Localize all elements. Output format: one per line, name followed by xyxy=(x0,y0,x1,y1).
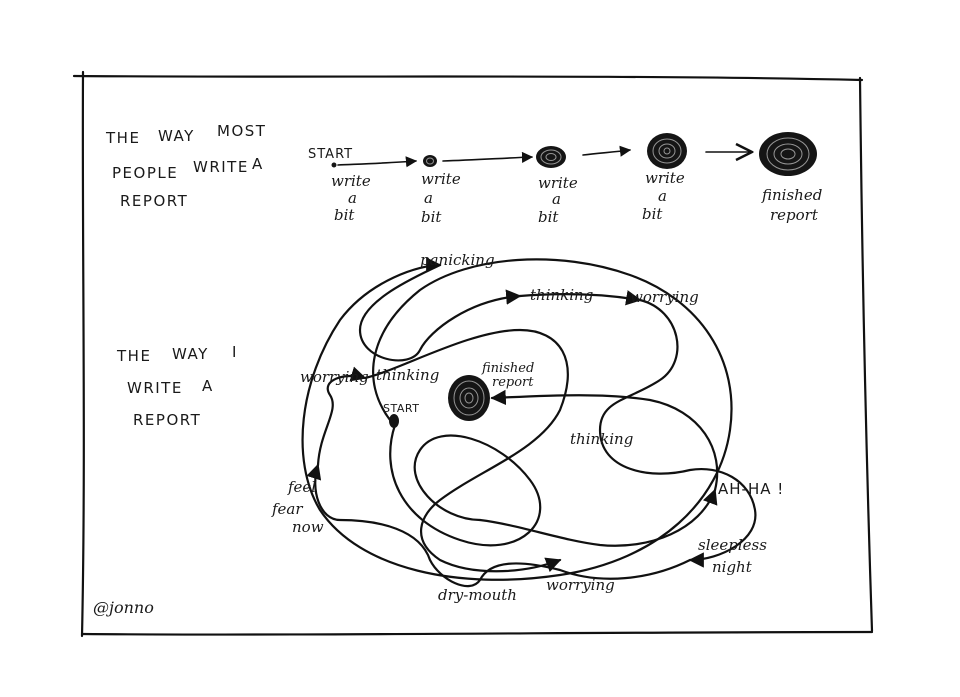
label-thinking: thinking xyxy=(530,286,593,304)
label-worrying: worrying xyxy=(300,368,369,386)
svg-text:finished: finished xyxy=(481,361,534,376)
top-caption-word: THE xyxy=(105,129,140,147)
label-worrying: worrying xyxy=(546,576,615,594)
bottom-caption-word: I xyxy=(232,343,238,361)
report-blob-3 xyxy=(647,133,687,169)
top-caption-word: A xyxy=(252,155,264,173)
bottom-caption-word: WRITE xyxy=(127,379,183,397)
scribble-start-marker xyxy=(389,414,399,428)
svg-text:now: now xyxy=(292,518,324,536)
svg-text:write: write xyxy=(421,170,461,188)
label-panicking: panicking xyxy=(420,251,495,269)
top-caption-word: PEOPLE xyxy=(112,164,178,182)
top-caption-word: MOST xyxy=(217,122,266,140)
top-caption-word: WRITE xyxy=(193,158,249,176)
report-blob-final xyxy=(759,132,817,176)
svg-text:a: a xyxy=(552,190,561,208)
svg-text:bit: bit xyxy=(642,205,663,223)
report-blob-2 xyxy=(536,146,566,168)
svg-text:night: night xyxy=(712,558,753,576)
label-worrying: worrying xyxy=(630,288,699,306)
bottom-caption: THE WAY I WRITE A REPORT xyxy=(116,343,238,429)
label-feel-fear-now: feel fear now xyxy=(271,478,324,536)
bottom-caption-word: WAY xyxy=(172,345,209,363)
bottom-caption-word: REPORT xyxy=(133,411,201,429)
scribble-finished-label: finished report xyxy=(481,361,534,390)
report-blob-1 xyxy=(423,155,437,167)
label-sleepless-night: sleepless night xyxy=(698,536,767,576)
top-flow: START write a xyxy=(308,132,822,226)
label-thinking: thinking xyxy=(376,366,439,384)
svg-text:fear: fear xyxy=(271,500,303,518)
sketch-frame xyxy=(72,70,874,638)
label-aha: AH-HA ! xyxy=(718,480,784,498)
top-caption: THE WAY MOST PEOPLE WRITE A REPORT xyxy=(105,122,266,210)
step-label: write a bit xyxy=(538,174,578,226)
svg-text:write: write xyxy=(538,174,578,192)
svg-text:a: a xyxy=(658,187,667,205)
scribble-path xyxy=(301,257,757,588)
flow-arrow xyxy=(337,156,418,168)
svg-text:feel: feel xyxy=(287,478,316,496)
svg-text:bit: bit xyxy=(538,208,559,226)
signature: @jonno xyxy=(93,598,154,617)
svg-text:bit: bit xyxy=(421,208,442,226)
flow-arrow xyxy=(582,145,632,157)
top-caption-word: WAY xyxy=(158,127,195,145)
scribble-start-label: START xyxy=(383,402,419,415)
svg-text:sleepless: sleepless xyxy=(698,536,767,554)
svg-text:write: write xyxy=(645,169,685,187)
bottom-caption-word: A xyxy=(202,377,214,395)
svg-text:a: a xyxy=(424,189,433,207)
svg-text:report: report xyxy=(770,206,819,224)
step-label: write a bit xyxy=(331,172,371,224)
top-caption-word: REPORT xyxy=(120,192,188,210)
label-thinking: thinking xyxy=(570,430,633,448)
flow-arrow xyxy=(442,151,534,163)
start-dot xyxy=(331,162,337,168)
step-label: write a bit xyxy=(421,170,461,226)
step-label: write a bit xyxy=(642,169,685,223)
bottom-caption-word: THE xyxy=(116,347,151,365)
scribble-finished-blob xyxy=(448,375,490,421)
finished-report-label: finished report xyxy=(761,186,822,224)
svg-text:write: write xyxy=(331,172,371,190)
top-start-label: START xyxy=(308,147,353,162)
svg-text:bit: bit xyxy=(334,206,355,224)
svg-text:finished: finished xyxy=(761,186,822,204)
label-dry-mouth: dry-mouth xyxy=(438,586,517,604)
svg-text:report: report xyxy=(492,375,534,390)
svg-text:a: a xyxy=(348,189,357,207)
